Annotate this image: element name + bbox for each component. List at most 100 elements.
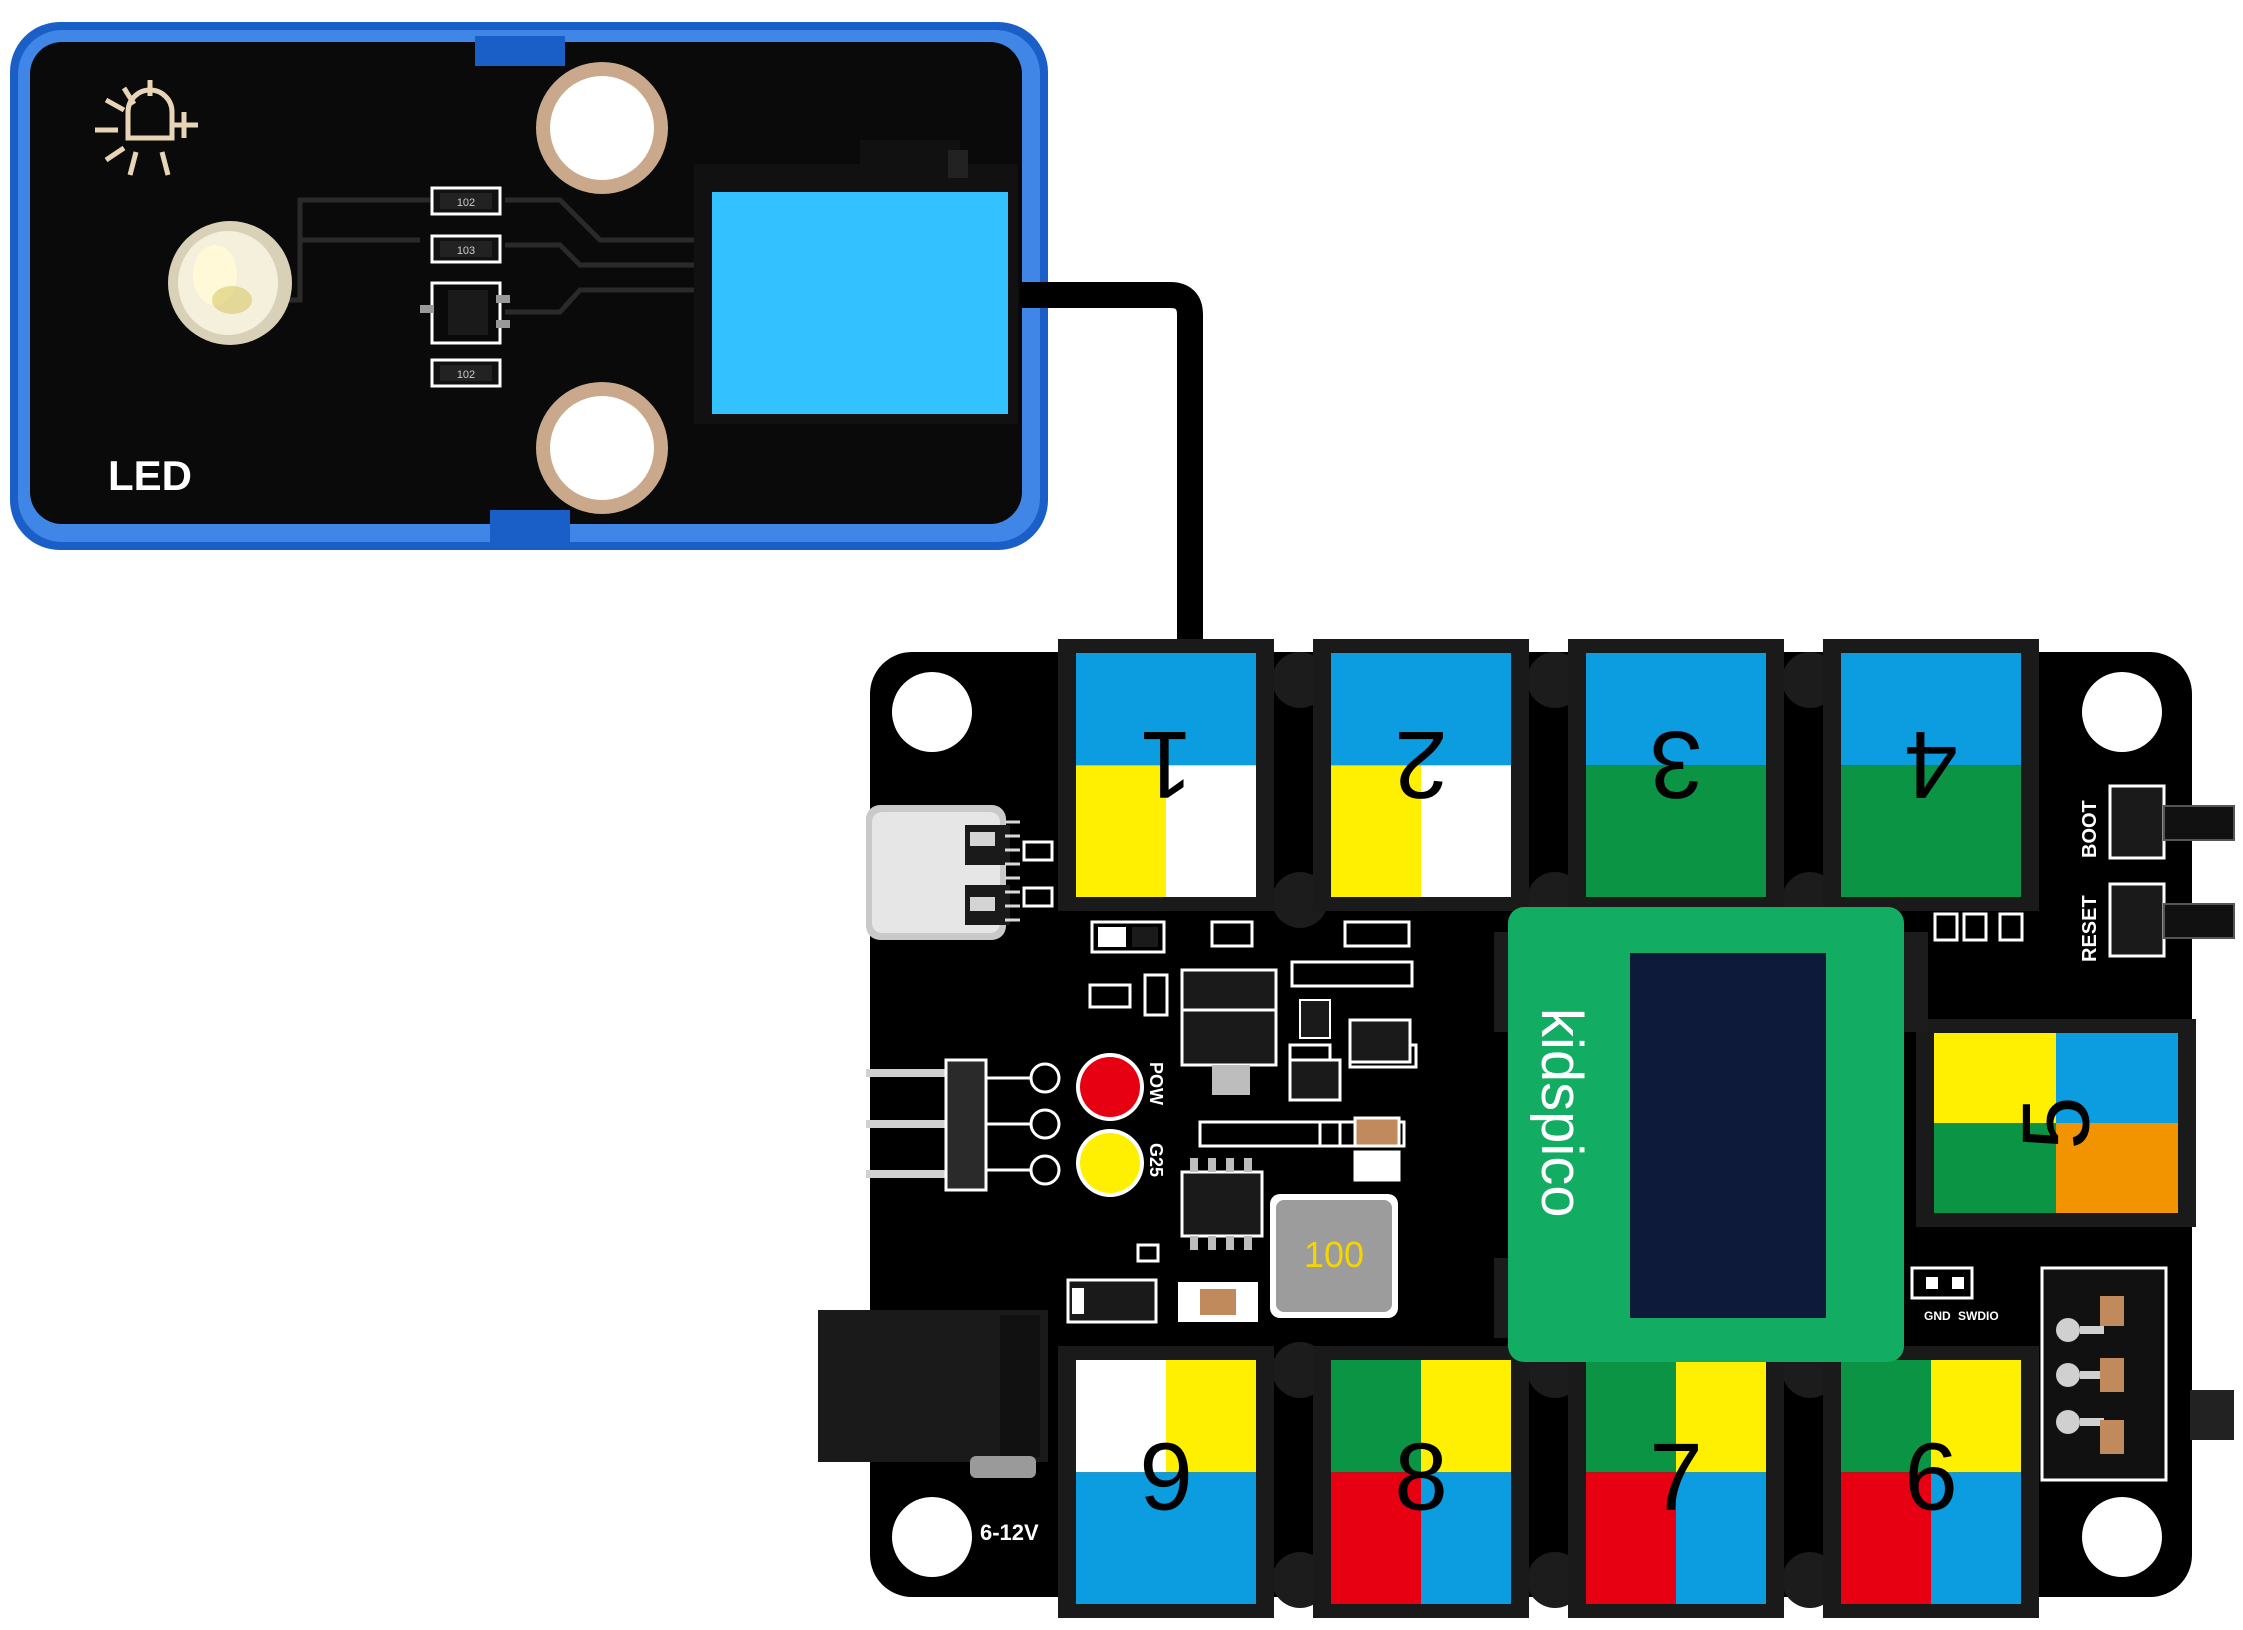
led-module-clip-bottom bbox=[490, 510, 570, 550]
transistor bbox=[420, 281, 510, 345]
port-number: 1 bbox=[1139, 711, 1192, 818]
boot-label: BOOT bbox=[2079, 800, 2101, 858]
inductor-code: 100 bbox=[1304, 1234, 1364, 1275]
port-color-block bbox=[1931, 1360, 2021, 1473]
port-number: 5 bbox=[2003, 1096, 2110, 1149]
port-color-block bbox=[2056, 1123, 2178, 1213]
port-color-block bbox=[1421, 765, 1511, 897]
port-color-block bbox=[1676, 1360, 1766, 1473]
port-color-block bbox=[1841, 765, 1931, 897]
port-4[interactable]: 4 bbox=[1823, 639, 2039, 911]
port-7[interactable]: 7 bbox=[1568, 1346, 1784, 1618]
brand-label: kidspico bbox=[1529, 1008, 1594, 1218]
usb-c-port[interactable] bbox=[866, 805, 1020, 940]
port-color-block bbox=[1841, 1472, 1931, 1604]
port-2[interactable]: 2 bbox=[1313, 639, 1529, 911]
port-color-block bbox=[1166, 1472, 1256, 1604]
port-number: 6 bbox=[1904, 1423, 1957, 1530]
port-color-block bbox=[1841, 653, 2021, 766]
port-color-block bbox=[1331, 765, 1421, 897]
chip-small bbox=[1288, 999, 1412, 1102]
g25-label: G25 bbox=[1146, 1143, 1166, 1177]
port-number: 3 bbox=[1649, 711, 1702, 818]
smd-part bbox=[1132, 927, 1158, 947]
resistor-r1: 102 bbox=[430, 186, 502, 216]
oled-display: kidspico bbox=[1494, 907, 1928, 1362]
smd-part bbox=[1098, 927, 1126, 947]
pow-led bbox=[1080, 1057, 1140, 1117]
g25-led bbox=[1080, 1133, 1140, 1193]
port-color-block bbox=[1931, 765, 2021, 897]
port-color-block bbox=[1166, 1360, 1256, 1473]
smd-pads bbox=[1022, 840, 1054, 908]
port-color-block bbox=[1331, 1472, 1421, 1604]
smd-caps-right bbox=[1353, 1116, 1401, 1182]
port-number: 8 bbox=[1394, 1423, 1447, 1530]
resistor-code: 102 bbox=[457, 197, 475, 209]
port-color-block bbox=[1586, 1472, 1676, 1604]
resistor-code: 103 bbox=[457, 245, 475, 257]
mounting-hole bbox=[892, 1497, 972, 1577]
port-color-block bbox=[1934, 1123, 2056, 1213]
port-number: 2 bbox=[1394, 711, 1447, 818]
reset-button[interactable] bbox=[2108, 882, 2235, 958]
voltage-regulator bbox=[1180, 968, 1278, 1095]
pin-header[interactable] bbox=[866, 1058, 1061, 1192]
mounting-hole-inner bbox=[550, 76, 654, 180]
smd-pads-right bbox=[1933, 912, 2024, 942]
port-color-block bbox=[1076, 1472, 1166, 1604]
resistor-r3: 102 bbox=[430, 358, 502, 388]
port-color-block bbox=[1166, 765, 1256, 897]
port-3[interactable]: 3 bbox=[1568, 639, 1784, 911]
boot-button[interactable] bbox=[2108, 784, 2235, 860]
mounting-hole bbox=[892, 672, 972, 752]
port-6[interactable]: 6 bbox=[1823, 1346, 2039, 1618]
led-bulb bbox=[168, 221, 292, 345]
mounting-hole bbox=[2082, 672, 2162, 752]
port-color-block bbox=[1586, 765, 1676, 897]
inductor: 100 bbox=[1270, 1194, 1398, 1318]
port-number: 9 bbox=[1139, 1423, 1192, 1530]
smd-components bbox=[1088, 920, 1418, 1263]
led-module-label: LED bbox=[108, 452, 192, 499]
led-module: 102 103 102 LED bbox=[10, 22, 1048, 550]
port-color-block bbox=[1841, 1360, 1931, 1473]
led-module-clip-top bbox=[475, 36, 565, 66]
connection-cable bbox=[1020, 282, 1203, 690]
capacitor bbox=[1178, 1282, 1258, 1322]
port-1[interactable]: 1 bbox=[1058, 639, 1274, 911]
port-color-block bbox=[2056, 1033, 2178, 1123]
port-8[interactable]: 8 bbox=[1313, 1346, 1529, 1618]
port-9[interactable]: 9 bbox=[1058, 1346, 1274, 1618]
port-5[interactable]: 5 bbox=[1916, 1019, 2196, 1227]
mounting-hole-inner bbox=[550, 396, 654, 500]
pow-label: POW bbox=[1146, 1062, 1166, 1105]
port-color-block bbox=[1586, 1360, 1676, 1473]
port-color-block bbox=[1676, 765, 1766, 897]
debug-header[interactable] bbox=[1910, 1266, 1974, 1300]
port-group: 1 2 3 4 5 6 7 8 9 bbox=[1058, 639, 2196, 1618]
resistor-code: 102 bbox=[457, 369, 475, 381]
port-color-block bbox=[1076, 765, 1166, 897]
dc-power-jack[interactable] bbox=[818, 1310, 1048, 1478]
port-color-block bbox=[1421, 1360, 1511, 1473]
port-color-block bbox=[1586, 653, 1766, 766]
led-module-connector bbox=[694, 140, 1018, 424]
port-color-block bbox=[1934, 1033, 2056, 1123]
pcb-traces bbox=[230, 197, 700, 315]
chip-main bbox=[1180, 1158, 1264, 1250]
gnd-label: GND bbox=[1924, 1309, 1951, 1323]
reset-label: RESET bbox=[2079, 895, 2101, 962]
port-color-block bbox=[1331, 1360, 1421, 1473]
power-switch[interactable] bbox=[2040, 1266, 2234, 1482]
resistor-r2: 103 bbox=[430, 234, 502, 264]
diode bbox=[1066, 1278, 1158, 1324]
swdio-label: SWDIO bbox=[1958, 1309, 1999, 1323]
port-color-block bbox=[1931, 1472, 2021, 1604]
led-light-icon bbox=[95, 80, 198, 176]
port-color-block bbox=[1421, 1472, 1511, 1604]
port-color-block bbox=[1076, 653, 1256, 766]
connector-socket bbox=[712, 192, 1008, 414]
